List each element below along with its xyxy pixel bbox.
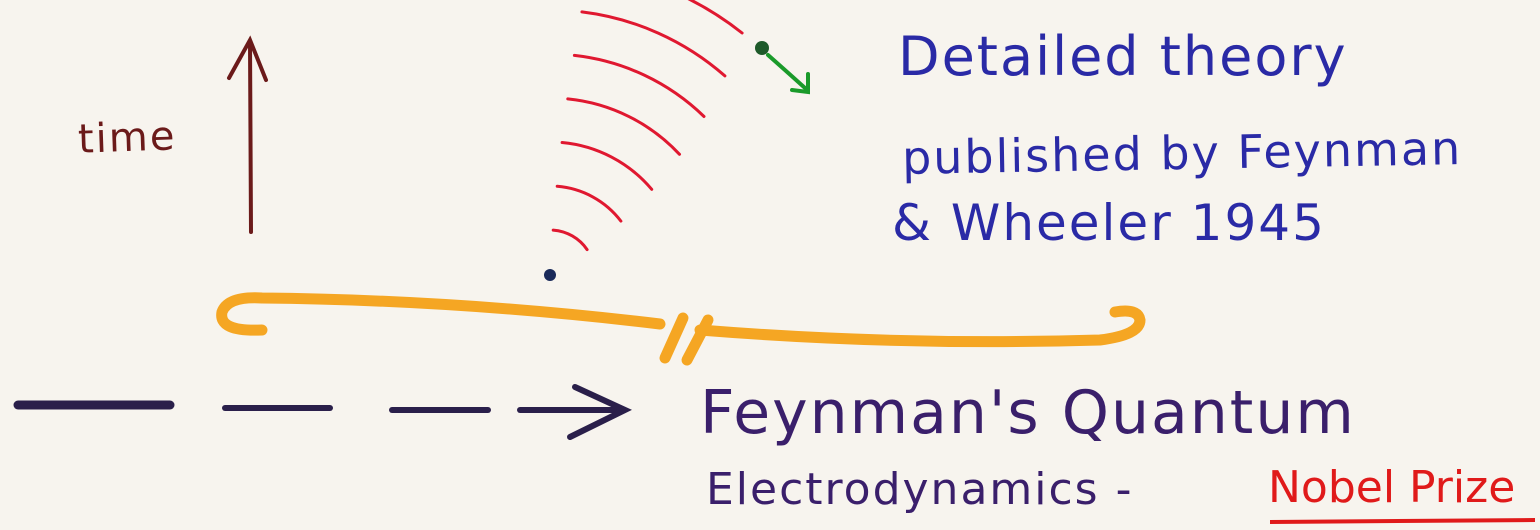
qed-line-2: Electrodynamics - xyxy=(706,464,1134,515)
theory-line-1: Detailed theory xyxy=(898,25,1348,88)
nobel-prize-label: Nobel Prize xyxy=(1268,462,1516,513)
wave-arc xyxy=(560,141,654,191)
wave-arc xyxy=(572,53,706,118)
absorber-dot xyxy=(755,41,769,55)
nobel-underline xyxy=(1269,518,1536,524)
emitted-waves xyxy=(551,0,744,252)
wave-arc xyxy=(551,228,589,252)
dashed-arrow xyxy=(13,384,632,440)
theory-line-2: published by Feynman xyxy=(901,121,1463,185)
theory-line-3: & Wheeler 1945 xyxy=(892,194,1326,252)
time-arrow xyxy=(227,35,268,234)
timeline-bar xyxy=(216,292,1146,366)
wave-arc xyxy=(555,184,623,223)
qed-line-1: Feynman's Quantum xyxy=(700,378,1356,448)
wave-arc xyxy=(687,0,744,35)
time-label: time xyxy=(77,113,178,163)
green-arrow-icon xyxy=(766,53,810,95)
emitter-dot xyxy=(544,269,556,281)
wave-arc xyxy=(566,97,681,156)
wave-arc xyxy=(580,10,727,78)
